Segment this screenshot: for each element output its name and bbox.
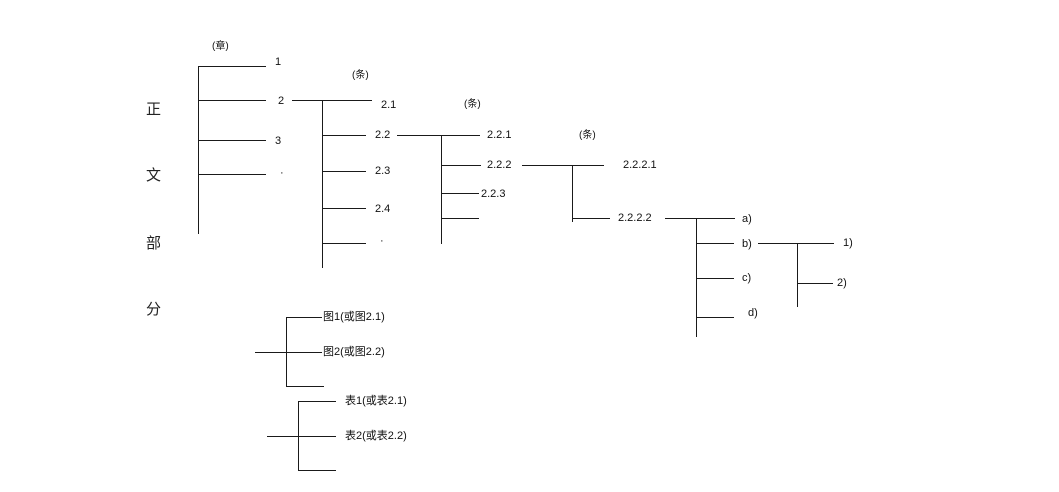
chapter-trunk-line [198, 66, 199, 234]
article-label-2-4: 2.4 [375, 203, 391, 215]
chapter-branch-4 [198, 174, 266, 175]
article-branch-2-4 [322, 208, 366, 209]
level4-label-2-2-2-2: 2.2.2.2 [618, 212, 652, 224]
subarticle-branch-2-2-2 [441, 165, 481, 166]
tables-branch-1 [298, 401, 336, 402]
table-label-1: 表1(或表2.1) [345, 395, 407, 407]
article-label-2-2: 2.2 [375, 129, 391, 141]
figures-trunk-line [286, 317, 287, 386]
tables-branch-blank [298, 470, 336, 471]
level5-label-d: d) [748, 307, 758, 319]
level5-trunk-line [696, 218, 697, 337]
vertical-label-char-3: 部 [146, 234, 162, 252]
caption-article-3: (条) [579, 130, 596, 141]
figures-branch-1 [286, 317, 322, 318]
chapter-label-3: 3 [275, 135, 282, 147]
level4-label-2-2-2-1: 2.2.2.1 [623, 159, 657, 171]
subarticle-label-2-2-1: 2.2.1 [487, 129, 512, 141]
chapter-label-2: 2 [278, 95, 285, 107]
article-trunk-line [322, 100, 323, 268]
article-label-dot: · [380, 235, 384, 247]
subarticle-label-2-2-2: 2.2.2 [487, 159, 512, 171]
article-branch-dot [322, 243, 366, 244]
table-label-2: 表2(或表2.2) [345, 430, 407, 442]
level5-branch-b [696, 243, 734, 244]
article-label-2-1: 2.1 [381, 99, 397, 111]
vertical-label-char-1: 正 [146, 100, 162, 118]
connector-2-to-2-1 [292, 100, 372, 101]
tables-branch-2 [267, 436, 336, 437]
subarticle-label-2-2-3: 2.2.3 [481, 188, 506, 200]
level5-label-c: c) [742, 272, 752, 284]
caption-article-1: (条) [352, 70, 369, 81]
subarticle-branch-blank [441, 218, 479, 219]
chapter-branch-1 [198, 66, 266, 67]
connector-b-to-1 [758, 243, 834, 244]
figure-label-2: 图2(或图2.2) [323, 346, 385, 358]
figure-label-1: 图1(或图2.1) [323, 311, 385, 323]
subarticle-trunk-line [441, 135, 442, 244]
caption-article-2: (条) [464, 99, 481, 110]
level4-branch-2-2-2-2 [572, 218, 610, 219]
chapter-branch-3 [198, 140, 266, 141]
level5-branch-d [696, 317, 734, 318]
connector-2-2-to-2-2-1 [397, 135, 480, 136]
article-branch-2-3 [322, 171, 366, 172]
figures-branch-blank [286, 386, 324, 387]
connector-2-2-2-to-2-2-2-1 [522, 165, 604, 166]
caption-chapter: (章) [212, 41, 229, 52]
level6-label-1: 1) [843, 237, 853, 249]
chapter-label-4: · [280, 167, 284, 179]
level6-trunk-line [797, 243, 798, 307]
level5-label-b: b) [742, 238, 752, 250]
article-branch-2-2 [322, 135, 366, 136]
article-label-2-3: 2.3 [375, 165, 391, 177]
figures-branch-2 [255, 352, 322, 353]
chapter-branch-2 [198, 100, 266, 101]
level5-branch-c [696, 278, 734, 279]
connector-2-2-2-2-to-a [665, 218, 735, 219]
subarticle-branch-2-2-3 [441, 193, 479, 194]
chapter-label-1: 1 [275, 56, 282, 68]
vertical-label-char-4: 分 [146, 300, 162, 318]
level6-branch-2 [797, 283, 833, 284]
level6-label-2: 2) [837, 277, 847, 289]
vertical-label-char-2: 文 [146, 166, 162, 184]
level5-label-a: a) [742, 213, 752, 225]
level4-trunk-line [572, 165, 573, 222]
